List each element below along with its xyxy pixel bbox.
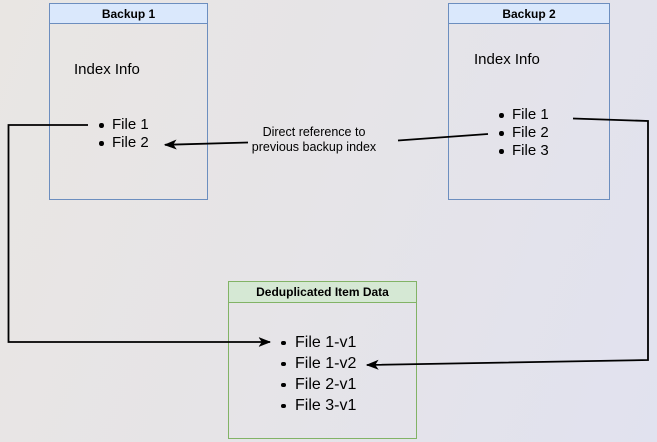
list-item: File 1 (99, 116, 149, 134)
arrow-backup2-to-backup1-index (163, 133, 489, 150)
edge-label-line2: previous backup index (251, 140, 377, 154)
dedup-header: Deduplicated Item Data (229, 282, 416, 303)
list-item: File 2 (499, 124, 549, 142)
list-item: File 3 (499, 142, 549, 160)
edge-label: Direct reference to previous backup inde… (234, 125, 394, 155)
list-item: File 1-v1 (281, 332, 356, 353)
backup2-title: Backup 2 (502, 6, 556, 21)
backup2-header: Backup 2 (449, 4, 609, 24)
list-item: File 1-v2 (281, 353, 356, 374)
backup2-index-info-label: Index Info (474, 51, 540, 68)
list-item: File 2-v1 (281, 374, 356, 395)
backup2-file-list: File 1 File 2 File 3 (499, 106, 549, 160)
backup1-box: Backup 1 Index Info File 1 File 2 (49, 3, 208, 200)
backup1-file-list: File 1 File 2 (99, 116, 149, 152)
dedup-file-list: File 1-v1 File 1-v2 File 2-v1 File 3-v1 (281, 332, 356, 416)
backup1-title: Backup 1 (101, 6, 156, 21)
backup2-box: Backup 2 Index Info File 1 File 2 File 3 (448, 3, 610, 200)
list-item: File 2 (99, 134, 149, 152)
backup1-index-info-label: Index Info (74, 61, 140, 78)
dedup-title: Deduplicated Item Data (256, 285, 389, 299)
deduplicated-item-data-box: Deduplicated Item Data File 1-v1 File 1-… (228, 281, 417, 439)
list-item: File 1 (499, 106, 549, 124)
backup1-header: Backup 1 (50, 4, 207, 24)
list-item: File 3-v1 (281, 395, 356, 416)
edge-label-line1: Direct reference to (262, 125, 366, 139)
